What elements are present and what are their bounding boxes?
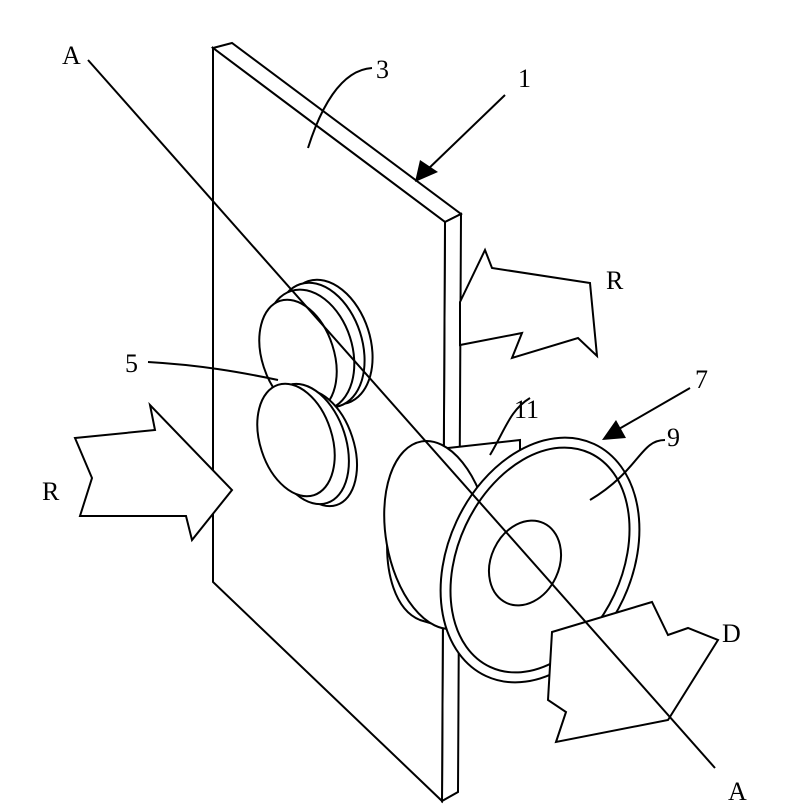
force-arrow-right: [460, 250, 597, 358]
force-arrow-left: [75, 405, 232, 540]
label-d: D: [722, 619, 741, 648]
label-axis-top: A: [62, 41, 81, 70]
label-r-left: R: [42, 477, 60, 506]
label-7: 7: [695, 365, 708, 394]
label-r-right: R: [606, 266, 624, 295]
label-axis-bottom: A: [728, 777, 747, 806]
label-5: 5: [125, 349, 138, 378]
label-1: 1: [518, 64, 531, 93]
label-9: 9: [667, 423, 680, 452]
label-11: 11: [514, 395, 539, 424]
arrow-1: [425, 95, 505, 172]
label-3: 3: [376, 55, 389, 84]
